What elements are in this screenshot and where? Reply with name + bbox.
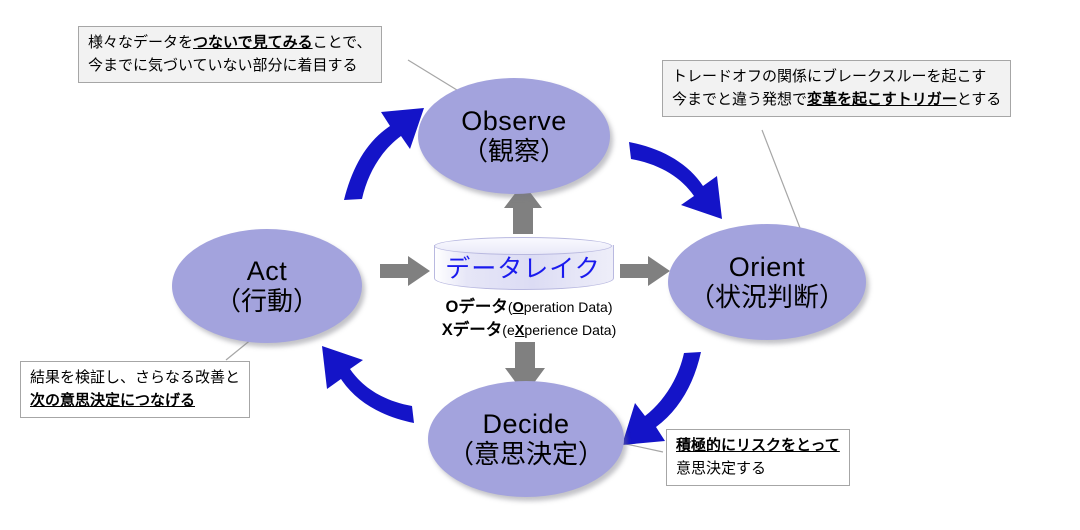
leader-line-orient bbox=[761, 129, 801, 229]
node-act-jp: （行動） bbox=[214, 286, 319, 317]
caption-x-open: (e bbox=[502, 321, 515, 338]
leader-line-decide bbox=[625, 443, 664, 453]
data-lake-caption: Oデータ(Operation Data) Xデータ(eXperience Dat… bbox=[404, 296, 654, 341]
callout-orient-line2-b: とする bbox=[956, 90, 1002, 108]
blue-arrow-act-to-observe bbox=[344, 108, 424, 200]
node-observe-en: Observe bbox=[461, 105, 567, 136]
gray-arrow-lake-to-observe bbox=[504, 183, 542, 234]
callout-orient-line2-emphasis: 変革を起こすトリガー bbox=[807, 90, 957, 108]
callout-observe-line1-emphasis: つないで見てみる bbox=[193, 34, 313, 51]
node-orient-jp: （状況判断） bbox=[688, 282, 845, 313]
node-decide-en: Decide bbox=[482, 408, 570, 439]
callout-orient-line2-a: 今までと違う発想で bbox=[672, 90, 808, 108]
callout-observe-line1: 様々なデータをつないで見てみることで、 bbox=[88, 32, 372, 55]
node-decide[interactable]: Decide （意思決定） bbox=[428, 381, 624, 497]
data-lake-cylinder[interactable]: データレイク bbox=[434, 237, 614, 293]
caption-o-jp: データ bbox=[458, 298, 508, 316]
gray-arrow-lake-to-decide bbox=[505, 342, 545, 395]
callout-decide-line1-emphasis: 積極的にリスクをとって bbox=[676, 437, 840, 454]
node-decide-jp: （意思決定） bbox=[447, 439, 604, 470]
node-observe[interactable]: Observe （観察） bbox=[418, 78, 610, 194]
node-act[interactable]: Act （行動） bbox=[172, 229, 362, 343]
callout-observe-line1-a: 様々なデータを bbox=[88, 34, 194, 51]
callout-act-line1: 結果を検証し、さらなる改善と bbox=[30, 369, 241, 386]
blue-arrow-observe-to-orient bbox=[629, 142, 722, 219]
callout-orient[interactable]: トレードオフの関係にブレークスルーを起こす 今までと違う発想で変革を起こすトリガ… bbox=[662, 60, 1012, 117]
callout-orient-line2: 今までと違う発想で変革を起こすトリガーとする bbox=[672, 89, 1001, 112]
node-observe-jp: （観察） bbox=[461, 136, 566, 167]
data-lake-label: データレイク bbox=[445, 255, 601, 283]
cylinder-top-ellipse bbox=[434, 237, 612, 255]
caption-line-o: Oデータ(Operation Data) bbox=[404, 296, 654, 319]
gray-arrow-act-to-lake bbox=[380, 256, 430, 286]
callout-decide-line2: 意思決定する bbox=[676, 459, 767, 477]
node-orient[interactable]: Orient （状況判断） bbox=[668, 224, 866, 340]
callout-observe-line2: 今までに気づいていない部分に着目する bbox=[88, 56, 358, 74]
caption-o-open: ( bbox=[507, 299, 513, 315]
caption-o-underline: O bbox=[512, 300, 524, 316]
callout-decide[interactable]: 積極的にリスクをとって 意思決定する bbox=[666, 429, 850, 486]
caption-x-prefix: X bbox=[441, 320, 453, 339]
caption-x-underline: X bbox=[514, 322, 525, 339]
caption-x-jp: データ bbox=[452, 320, 503, 339]
callout-observe-line1-b: ことで、 bbox=[312, 34, 372, 51]
caption-line-x: Xデータ(eXperience Data) bbox=[404, 319, 654, 342]
callout-act[interactable]: 結果を検証し、さらなる改善と 次の意思決定につなげる bbox=[20, 361, 251, 418]
caption-o-rest: peration Data) bbox=[523, 299, 613, 315]
caption-o-prefix: O bbox=[445, 298, 459, 316]
callout-act-line2-emphasis: 次の意思決定につなげる bbox=[30, 391, 196, 409]
node-orient-en: Orient bbox=[728, 251, 806, 282]
callout-orient-line1: トレードオフの関係にブレークスルーを起こす bbox=[672, 68, 987, 85]
blue-arrow-decide-to-act bbox=[322, 346, 414, 423]
callout-observe[interactable]: 様々なデータをつないで見てみることで、 今までに気づいていない部分に着目する bbox=[78, 26, 382, 83]
blue-arrow-orient-to-decide bbox=[622, 352, 701, 445]
node-act-en: Act bbox=[246, 255, 288, 286]
caption-x-rest: perience Data) bbox=[524, 321, 617, 338]
gray-arrow-lake-to-orient bbox=[620, 256, 670, 286]
